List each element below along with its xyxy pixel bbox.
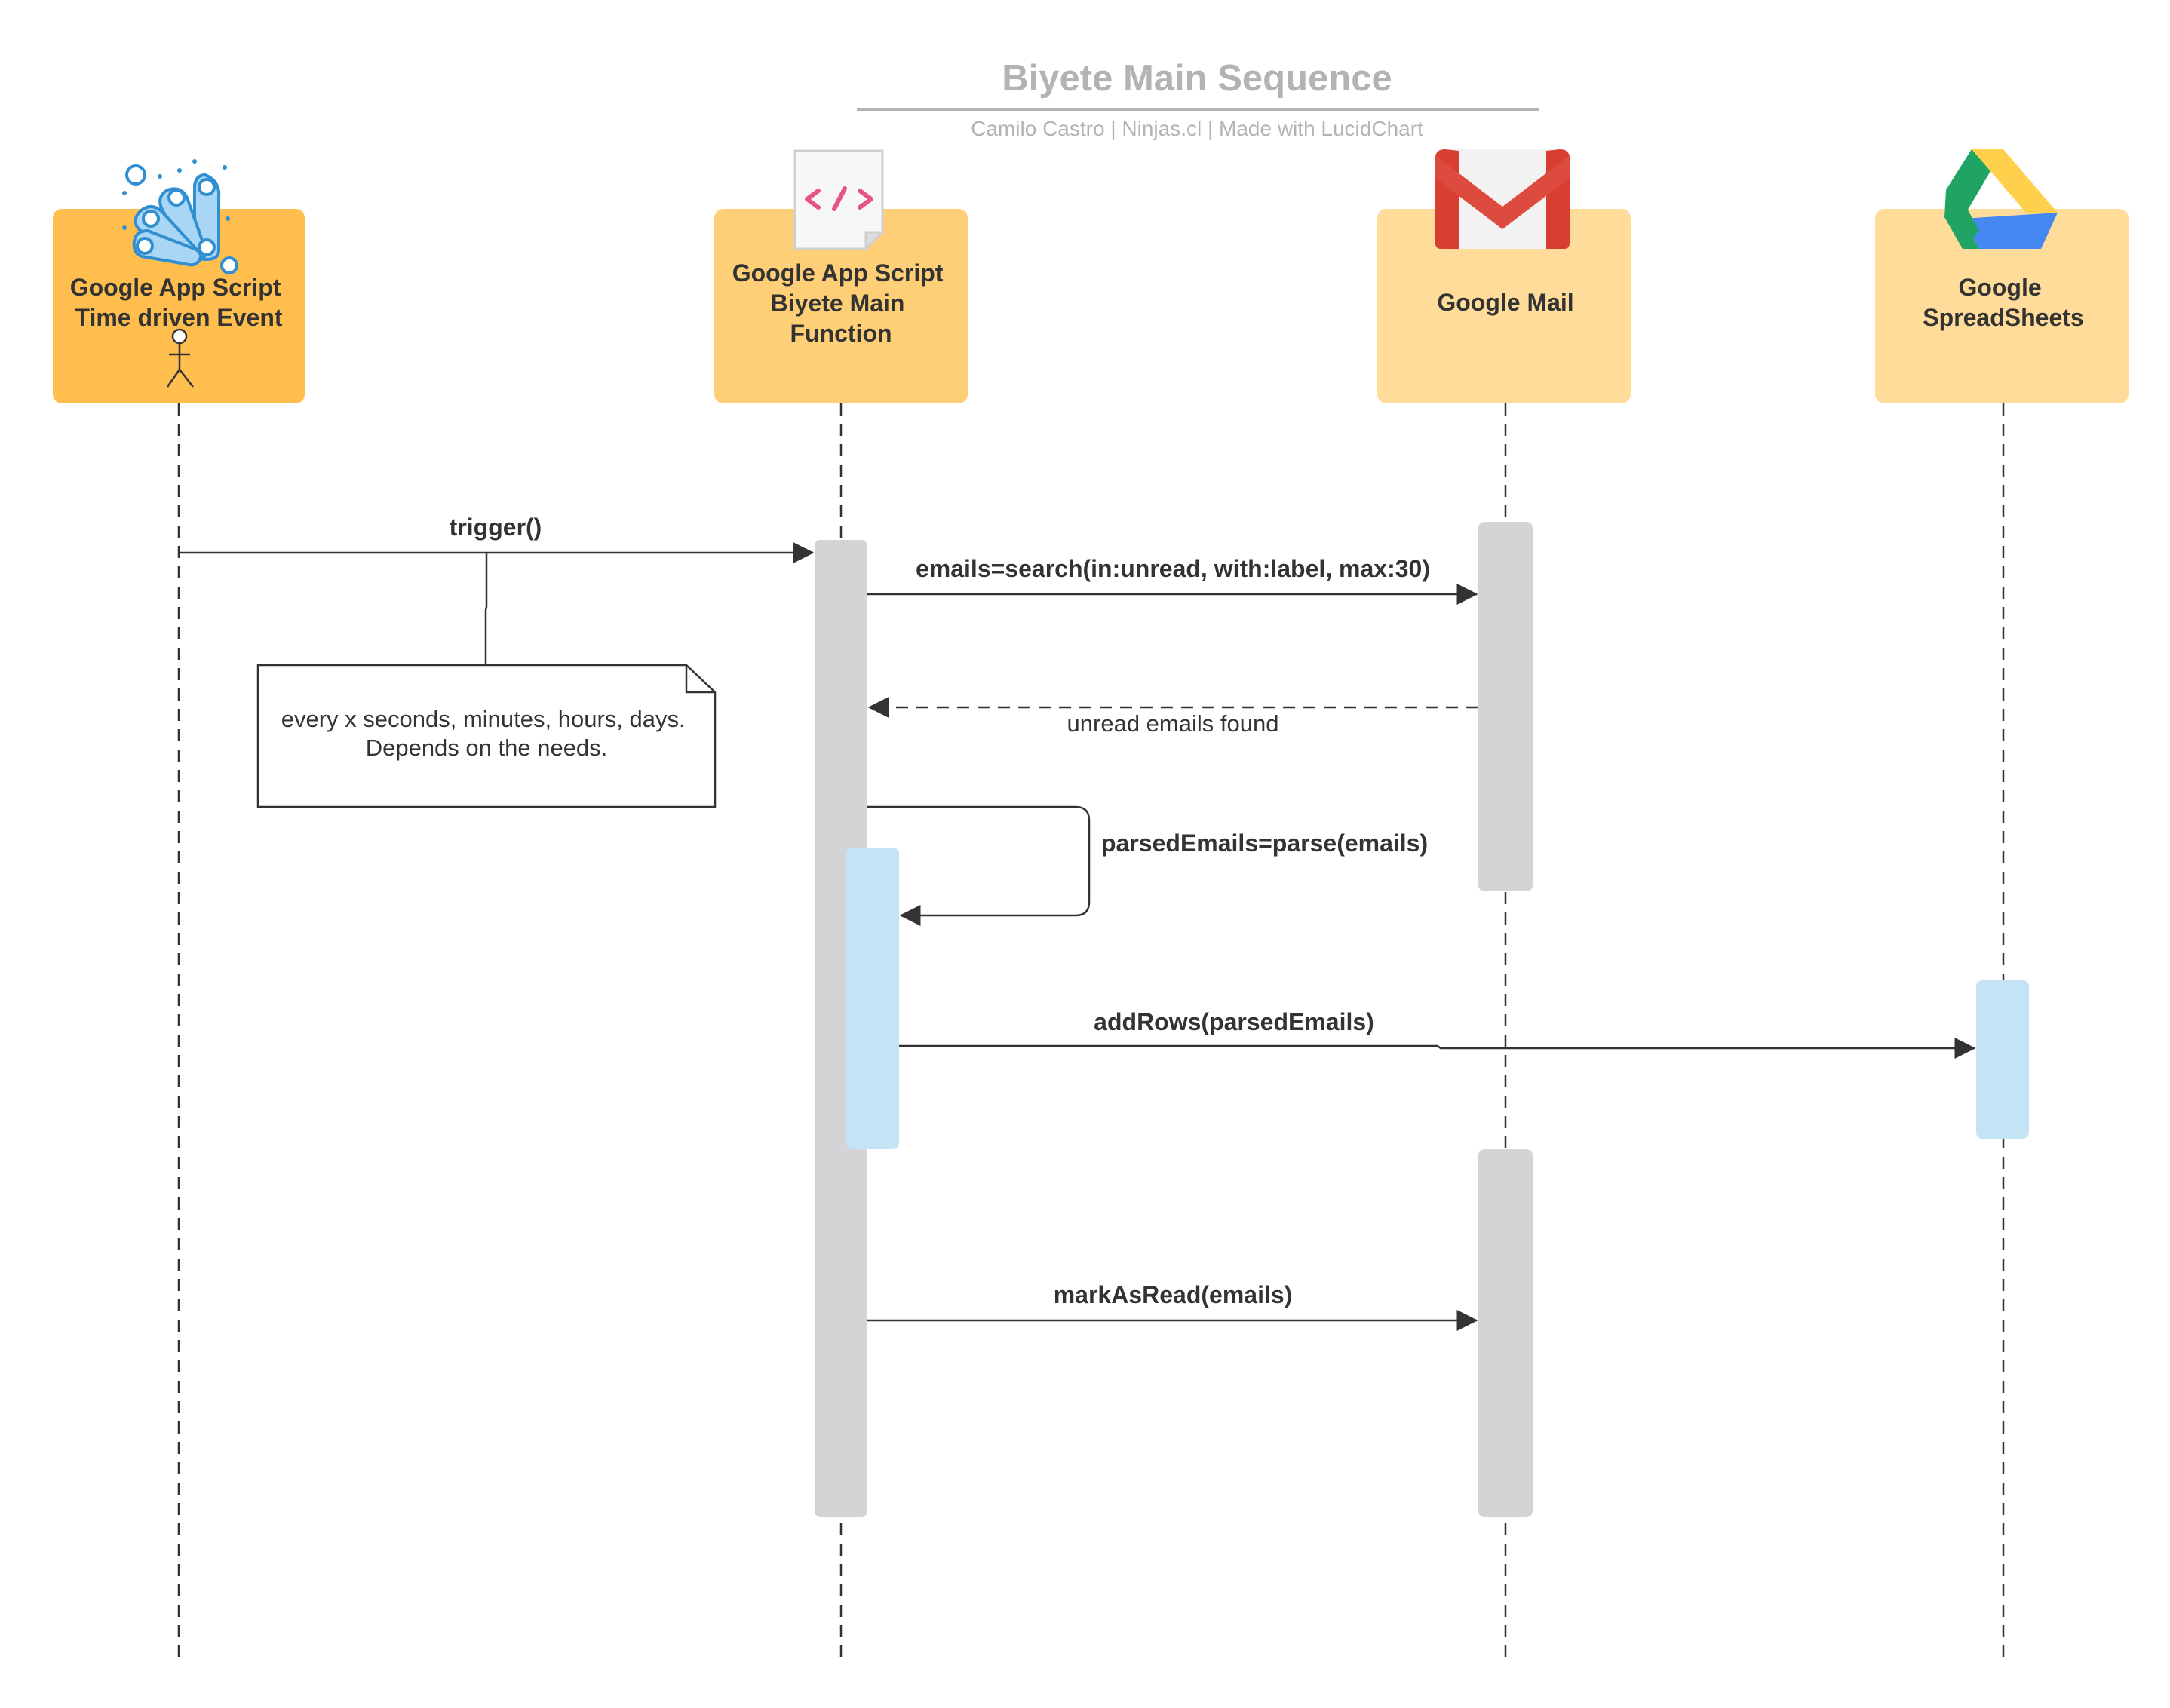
message-add-rows[interactable]: addRows(parsedEmails): [899, 1008, 1976, 1059]
stick-figure-icon: [166, 328, 194, 388]
gmail-icon: [1435, 149, 1570, 249]
message-search[interactable]: emails=search(in:unread, with:label, max…: [867, 555, 1478, 605]
trigger-note[interactable]: every x seconds, minutes, hours, days. D…: [256, 553, 717, 808]
activation-parse: [846, 848, 899, 1149]
message-label: addRows(parsedEmails): [1094, 1008, 1374, 1035]
message-unread-return[interactable]: unread emails found: [867, 697, 1478, 737]
participant-time-driven-event[interactable]: Google App Script Time driven Event: [53, 209, 305, 403]
message-parse-self[interactable]: parsedEmails=parse(emails): [867, 805, 1428, 926]
message-arrow: [899, 1038, 1976, 1059]
participant-main-function[interactable]: Google App Script Biyete Main Function: [714, 209, 968, 403]
participant-box: [53, 209, 305, 403]
message-label: markAsRead(emails): [1054, 1281, 1293, 1308]
message-label: trigger(): [450, 514, 542, 541]
participant-label: Google App Script Biyete Main Function: [732, 259, 950, 347]
note-text: every x seconds, minutes, hours, days. D…: [281, 706, 692, 761]
message-trigger[interactable]: trigger(): [179, 514, 815, 563]
google-drive-icon: [1944, 149, 2058, 249]
participant-label: Google SpreadSheets: [1923, 274, 2083, 331]
participant-box: [1377, 209, 1631, 403]
note-fold: [685, 665, 715, 694]
message-label: parsedEmails=parse(emails): [1101, 829, 1428, 857]
activation-main-function: [815, 540, 867, 1517]
peacock-tail-icon: [122, 159, 238, 274]
participant-box: [714, 209, 968, 403]
code-file-icon: [793, 149, 885, 252]
note-box: [256, 664, 717, 808]
participant-label: Google Mail: [1437, 289, 1573, 316]
participant-google-spreadsheets[interactable]: Google SpreadSheets: [1875, 209, 2129, 403]
participant-box: [1875, 209, 2129, 403]
message-mark-as-read[interactable]: markAsRead(emails): [867, 1281, 1478, 1331]
participant-google-mail[interactable]: Google Mail: [1377, 209, 1631, 403]
message-arrow: [867, 805, 1091, 926]
activation-google-mail-1: [1478, 522, 1533, 891]
lifelines: [177, 403, 2005, 1663]
activation-google-spreadsheets: [1976, 980, 2029, 1139]
diagram-subtitle: Camilo Castro | Ninjas.cl | Made with Lu…: [971, 117, 1423, 140]
message-label: unread emails found: [1067, 710, 1279, 737]
activation-google-mail-2: [1478, 1149, 1533, 1517]
participant-label: Google App Script Time driven Event: [70, 274, 288, 331]
message-label: emails=search(in:unread, with:label, max…: [916, 555, 1430, 582]
diagram-title: Biyete Main Sequence: [1002, 58, 1392, 99]
